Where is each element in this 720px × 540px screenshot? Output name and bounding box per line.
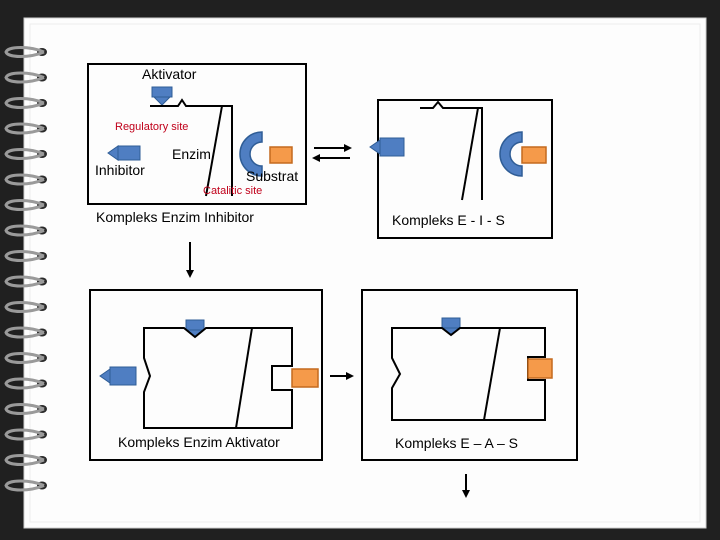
binding-ring — [4, 301, 45, 313]
binding-ring — [4, 428, 45, 441]
notebook-page — [23, 17, 707, 529]
catalytic-site-shape — [499, 131, 523, 177]
label-catalitic-site: Catalitic site — [203, 185, 262, 197]
substrate-block — [521, 146, 547, 164]
reversible-arrows — [312, 144, 352, 162]
substrate-block — [527, 358, 553, 379]
substrate-block — [291, 368, 319, 388]
activator-block — [185, 319, 205, 331]
activator-arrow-icon — [152, 96, 172, 106]
binding-ring — [4, 148, 45, 160]
label-enzim: Enzim — [172, 146, 211, 162]
binding-ring — [4, 250, 45, 262]
binding-ring — [4, 377, 45, 390]
inhibitor-block — [109, 366, 137, 386]
enzyme-outline — [420, 100, 483, 200]
binding-ring — [4, 46, 45, 58]
binding-ring — [4, 97, 45, 109]
caption-kompleks-enzim-aktivator: Kompleks Enzim Aktivator — [118, 434, 280, 450]
panel-e-a-s: Kompleks E – A – S — [361, 289, 578, 461]
caption-kompleks-e-a-s: Kompleks E – A – S — [395, 435, 518, 451]
label-inhibitor: Inhibitor — [95, 162, 145, 178]
panel-enzim-aktivator: Kompleks Enzim Aktivator — [89, 289, 323, 461]
binding-ring — [4, 173, 45, 186]
enzyme-divider — [235, 327, 253, 429]
binding-ring — [4, 479, 45, 492]
binding-ring — [4, 275, 45, 288]
inhibitor-block — [379, 137, 405, 157]
caption-kompleks-enzim-inhibitor: Kompleks Enzim Inhibitor — [96, 209, 254, 225]
binding-ring — [4, 454, 45, 466]
panel-e-i-s: Kompleks E - I - S — [369, 99, 553, 239]
enzyme-outline — [391, 327, 546, 421]
inhibitor-arrow-icon — [99, 368, 111, 384]
enzyme-outline — [143, 327, 293, 429]
inhibitor-arrow-icon — [107, 145, 119, 161]
enzyme-outline — [150, 98, 233, 196]
activator-block — [151, 86, 173, 98]
enzyme-divider — [483, 327, 501, 421]
substrate-block — [269, 146, 293, 164]
binding-ring — [4, 224, 45, 237]
binding-ring — [4, 403, 45, 415]
panel-enzim-inhibitor: Aktivator Regulatory site Enzim Inhibito… — [87, 63, 307, 225]
binding-ring — [4, 122, 45, 135]
inhibitor-arrow-icon — [369, 139, 381, 155]
caption-kompleks-e-i-s: Kompleks E - I - S — [392, 212, 505, 228]
inhibitor-block — [117, 145, 141, 161]
label-regulatory-site: Regulatory site — [115, 121, 188, 133]
binding-ring — [4, 71, 45, 84]
binding-ring — [4, 199, 45, 211]
label-aktivator: Aktivator — [142, 66, 197, 82]
spiral-binding — [4, 46, 47, 492]
binding-ring — [4, 352, 45, 364]
enzyme-divider — [205, 105, 223, 197]
catalytic-site-shape — [239, 131, 263, 177]
enzyme-divider — [461, 107, 479, 201]
label-substrat: Substrat — [246, 168, 298, 184]
activator-block — [441, 317, 461, 329]
binding-ring — [4, 326, 45, 339]
